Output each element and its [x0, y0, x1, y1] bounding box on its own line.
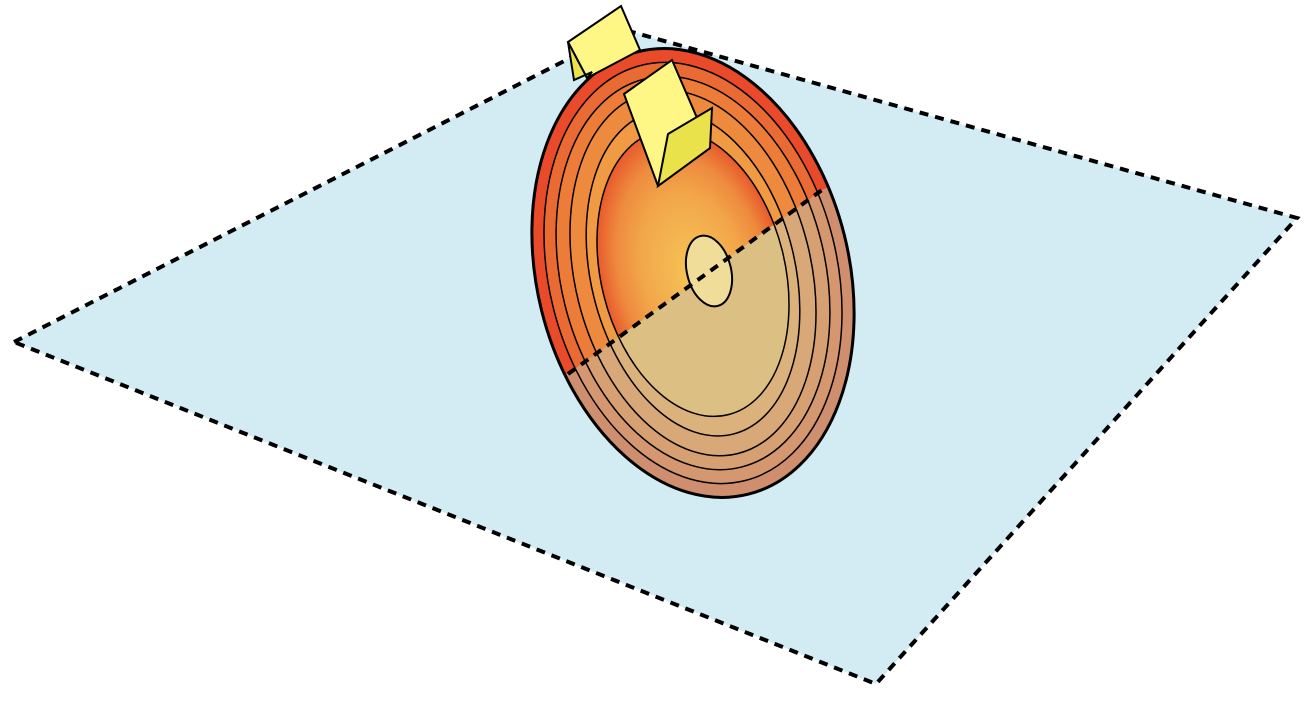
back-rim-marker [566, 4, 642, 82]
front-face-marker [622, 58, 714, 189]
disc-center-hole [684, 234, 734, 308]
plane-intersection-line [566, 188, 824, 376]
